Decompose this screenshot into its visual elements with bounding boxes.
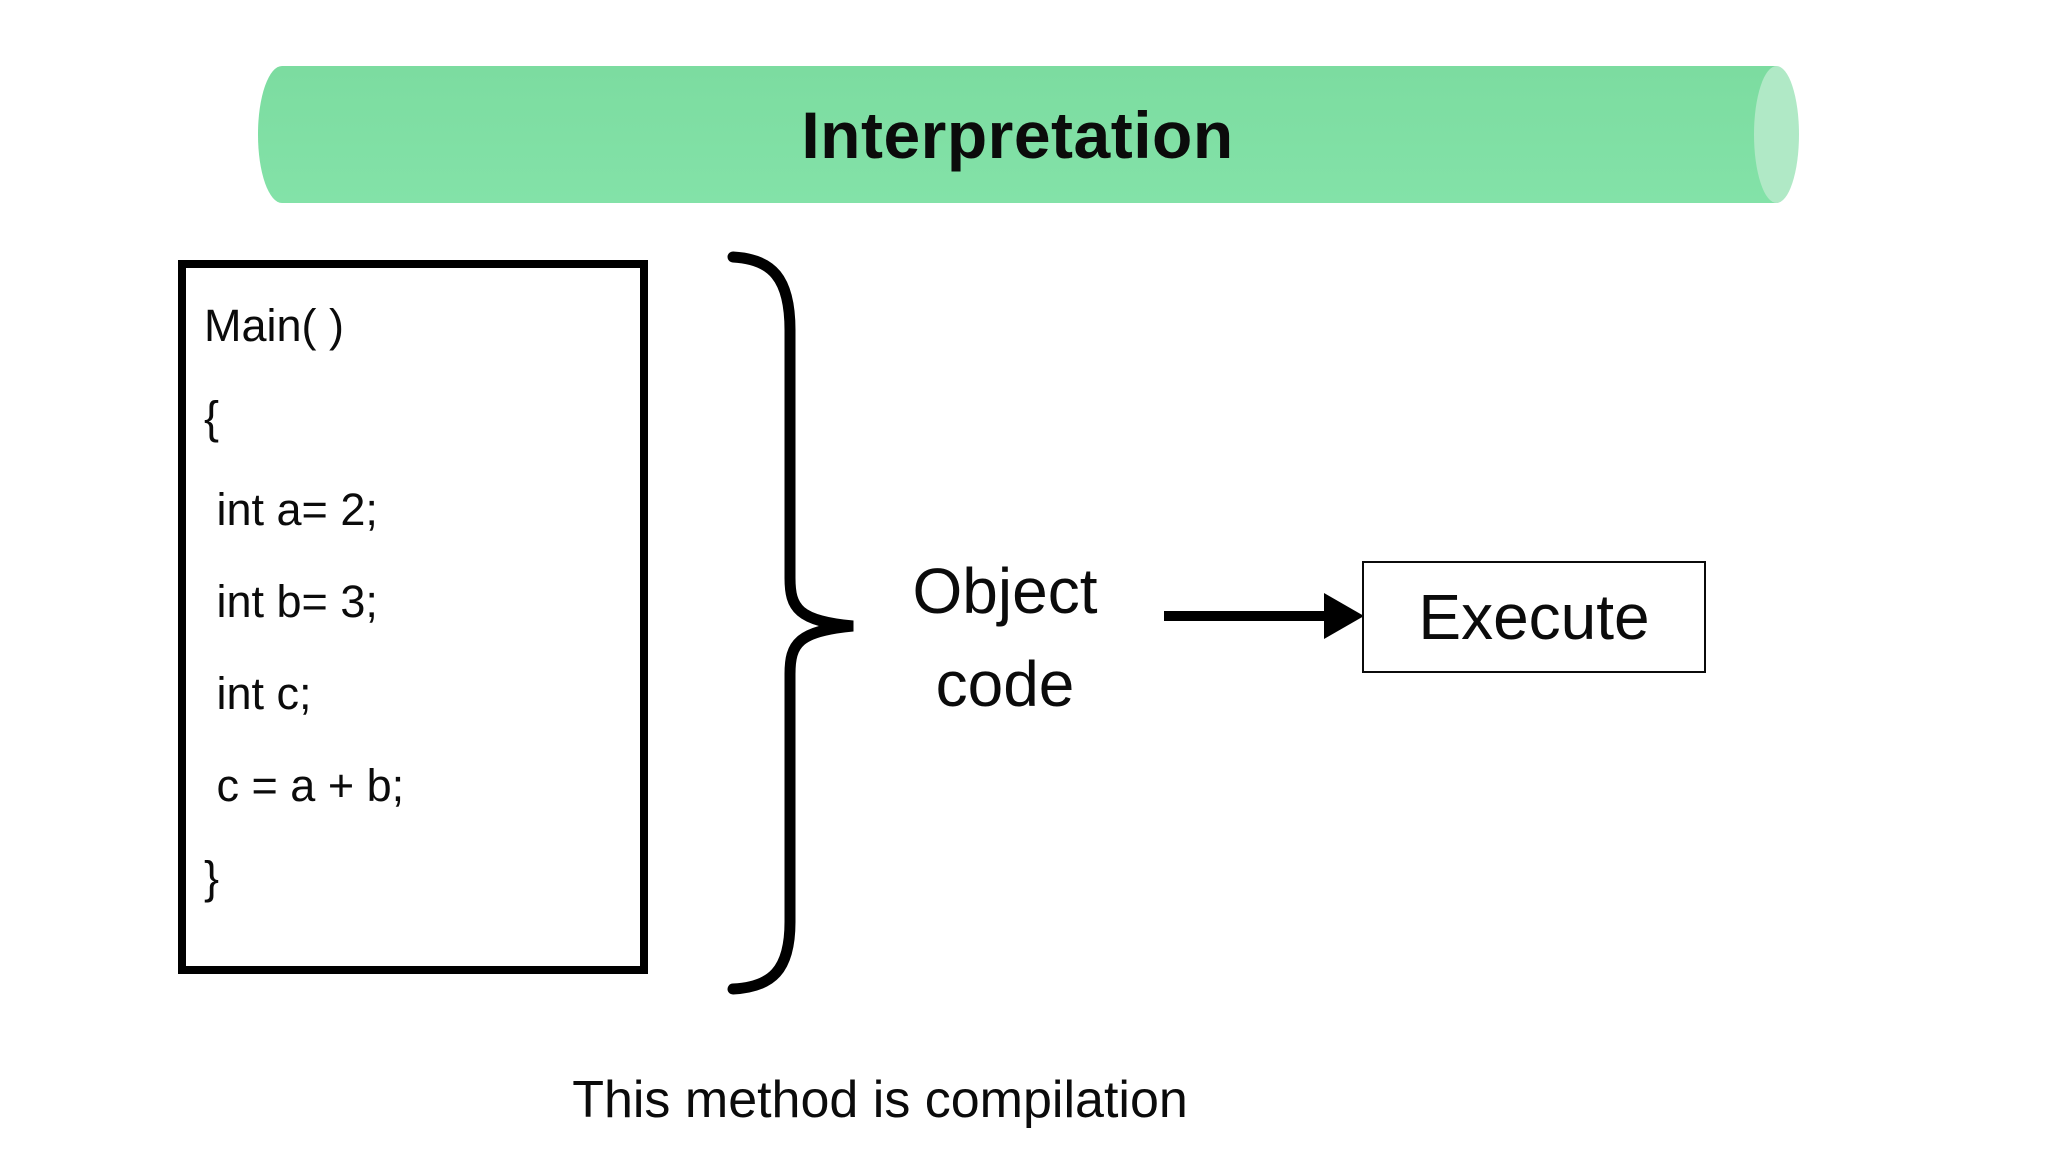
caption-text: This method is compilation <box>572 1071 1188 1129</box>
execute-label: Execute <box>1418 581 1650 653</box>
code-line: } <box>204 852 220 903</box>
right-curly-brace-icon <box>727 251 854 995</box>
object-code-line: Object <box>912 555 1098 627</box>
object-code-line: code <box>935 648 1075 720</box>
execute-box: Execute <box>1362 561 1706 673</box>
code-line: int b= 3; <box>204 576 378 627</box>
object-code-label: Object code <box>855 545 1155 731</box>
source-code-box: Main( ) { int a= 2; int b= 3; int c; c =… <box>178 260 648 974</box>
code-line: int a= 2; <box>204 484 378 535</box>
banner-cylinder <box>258 66 1777 203</box>
code-line: { <box>204 392 220 443</box>
arrow-right-icon <box>1164 593 1364 639</box>
code-line: Main( ) <box>204 300 345 351</box>
code-line: c = a + b; <box>204 760 405 811</box>
code-line: int c; <box>204 668 312 719</box>
banner-title: Interpretation <box>801 97 1234 172</box>
banner-cylinder-cap <box>1754 66 1799 203</box>
